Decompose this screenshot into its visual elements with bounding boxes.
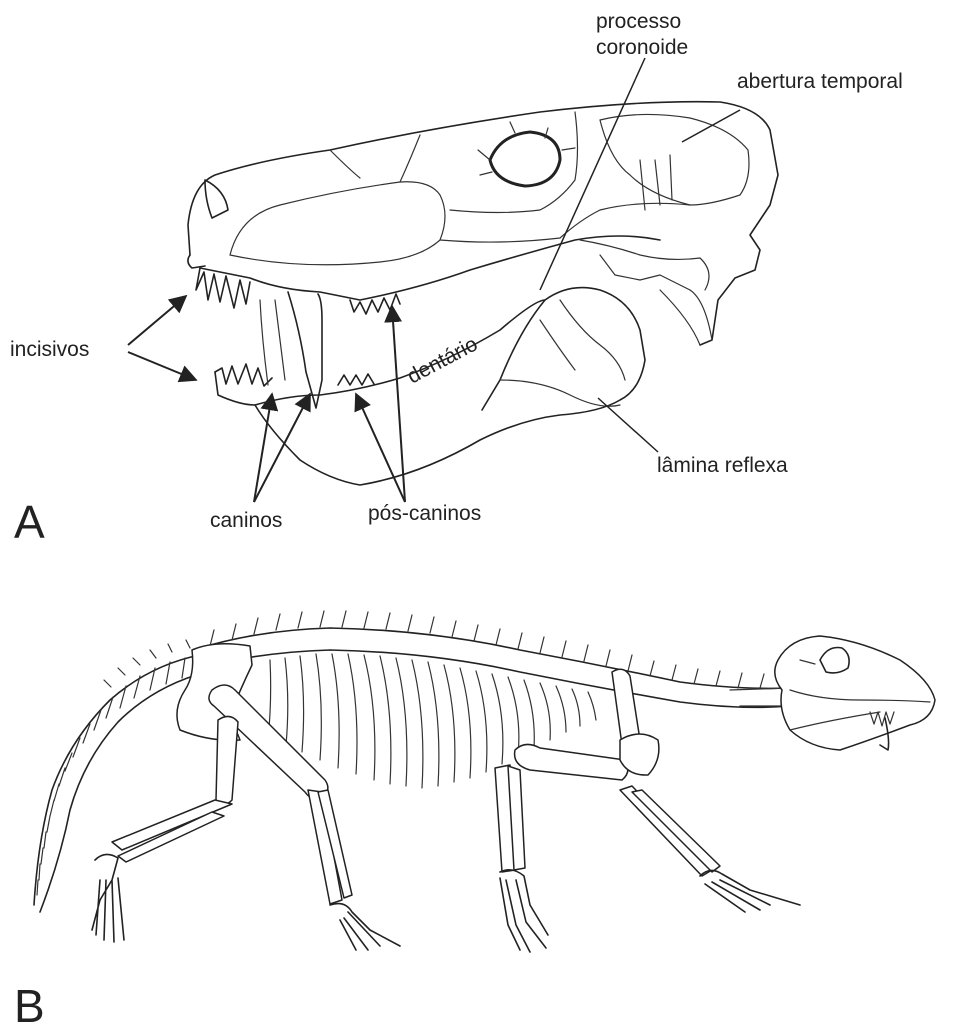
vertebral-column	[200, 611, 790, 707]
lamina-leader	[598, 398, 658, 452]
coracoid	[620, 734, 659, 775]
label-incisivos: incisivos	[10, 338, 89, 361]
skull-annotations: processo coronoide abertura temporal inc…	[10, 10, 903, 548]
forearm-2	[620, 786, 712, 876]
label-dentario: dentário	[404, 332, 482, 388]
label-processo-line1: processo	[596, 10, 681, 33]
panel-letter-b: B	[14, 980, 45, 1032]
label-caninos: caninos	[210, 509, 282, 532]
label-pos-caninos: pós-caninos	[368, 502, 481, 525]
fore-foot-left	[500, 870, 548, 952]
hind-tibia-2	[112, 800, 232, 850]
poscaninos-arrow-2	[392, 306, 405, 502]
skull-drawing	[188, 102, 778, 485]
forearm-2b	[632, 790, 720, 872]
poscaninos-arrow-1	[356, 394, 405, 502]
incisivos-arrow-upper	[128, 296, 186, 345]
skeleton-drawing	[34, 611, 935, 952]
hind-femur-2	[216, 716, 238, 804]
abertura-leader	[682, 110, 740, 142]
label-lamina-reflexa: lâmina reflexa	[657, 454, 788, 477]
fore-foot-right	[700, 870, 800, 912]
label-processo-line2: coronoide	[596, 36, 688, 59]
hind-foot-left	[92, 854, 124, 942]
humerus	[515, 744, 628, 780]
incisivos-arrow-lower	[128, 352, 196, 380]
hind-foot-right	[330, 904, 400, 950]
tail-vertebrae	[34, 640, 200, 912]
label-abertura-temporal: abertura temporal	[737, 70, 903, 93]
panel-letter-a: A	[14, 496, 45, 548]
